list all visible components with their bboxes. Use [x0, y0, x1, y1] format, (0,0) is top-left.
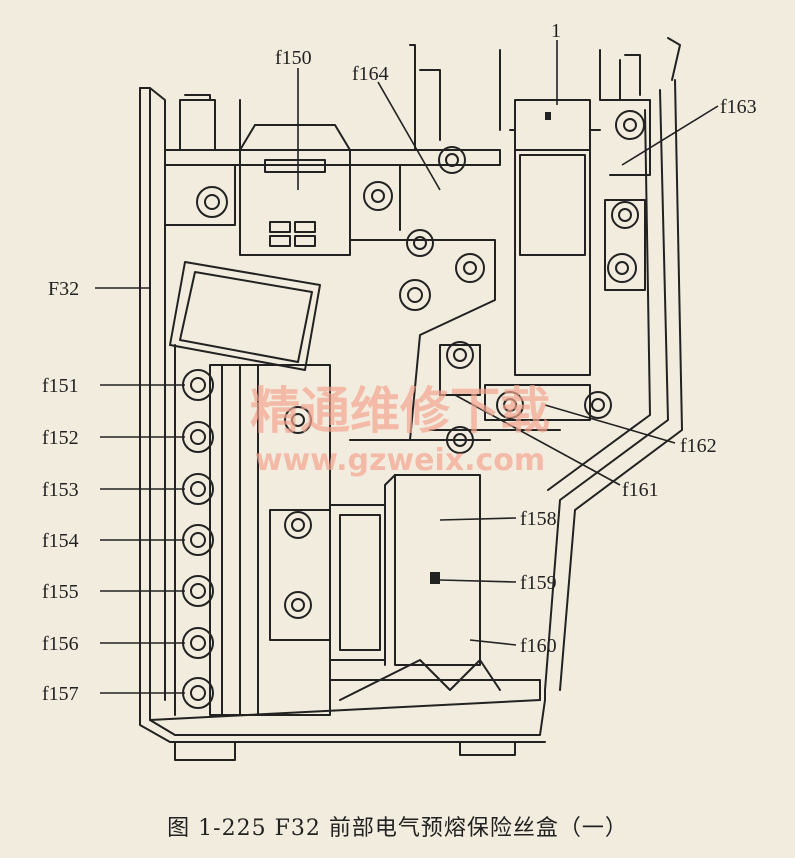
- label-F32: F32: [48, 278, 79, 300]
- relay-1-body: [514, 99, 591, 376]
- fuse-box-diagram: 精通维修下载 www.gzweix.com 1 f150 f164 f163 F…: [42, 20, 757, 761]
- label-f151: f151: [42, 375, 79, 397]
- label-f163: f163: [720, 96, 757, 118]
- label-f154: f154: [42, 530, 79, 552]
- figure-caption: 图 1-225 F32 前部电气预熔保险丝盒（一）: [167, 816, 628, 841]
- label-f152: f152: [42, 427, 79, 449]
- label-1: 1: [551, 20, 561, 42]
- label-f157: f157: [42, 683, 79, 705]
- watermark-cn: 精通维修下载: [250, 382, 550, 440]
- label-f153: f153: [42, 479, 79, 501]
- label-f160: f160: [520, 635, 557, 657]
- cartridge: [169, 261, 321, 371]
- watermark-url: www.gzweix.com: [255, 443, 545, 478]
- label-f150: f150: [275, 47, 312, 69]
- label-f156: f156: [42, 633, 79, 655]
- relay-f158-body: [394, 474, 481, 666]
- label-f161: f161: [622, 479, 659, 501]
- label-f155: f155: [42, 581, 79, 603]
- label-f162: f162: [680, 435, 717, 457]
- label-f159: f159: [520, 572, 557, 594]
- label-f158: f158: [520, 508, 557, 530]
- label-f164: f164: [352, 63, 389, 85]
